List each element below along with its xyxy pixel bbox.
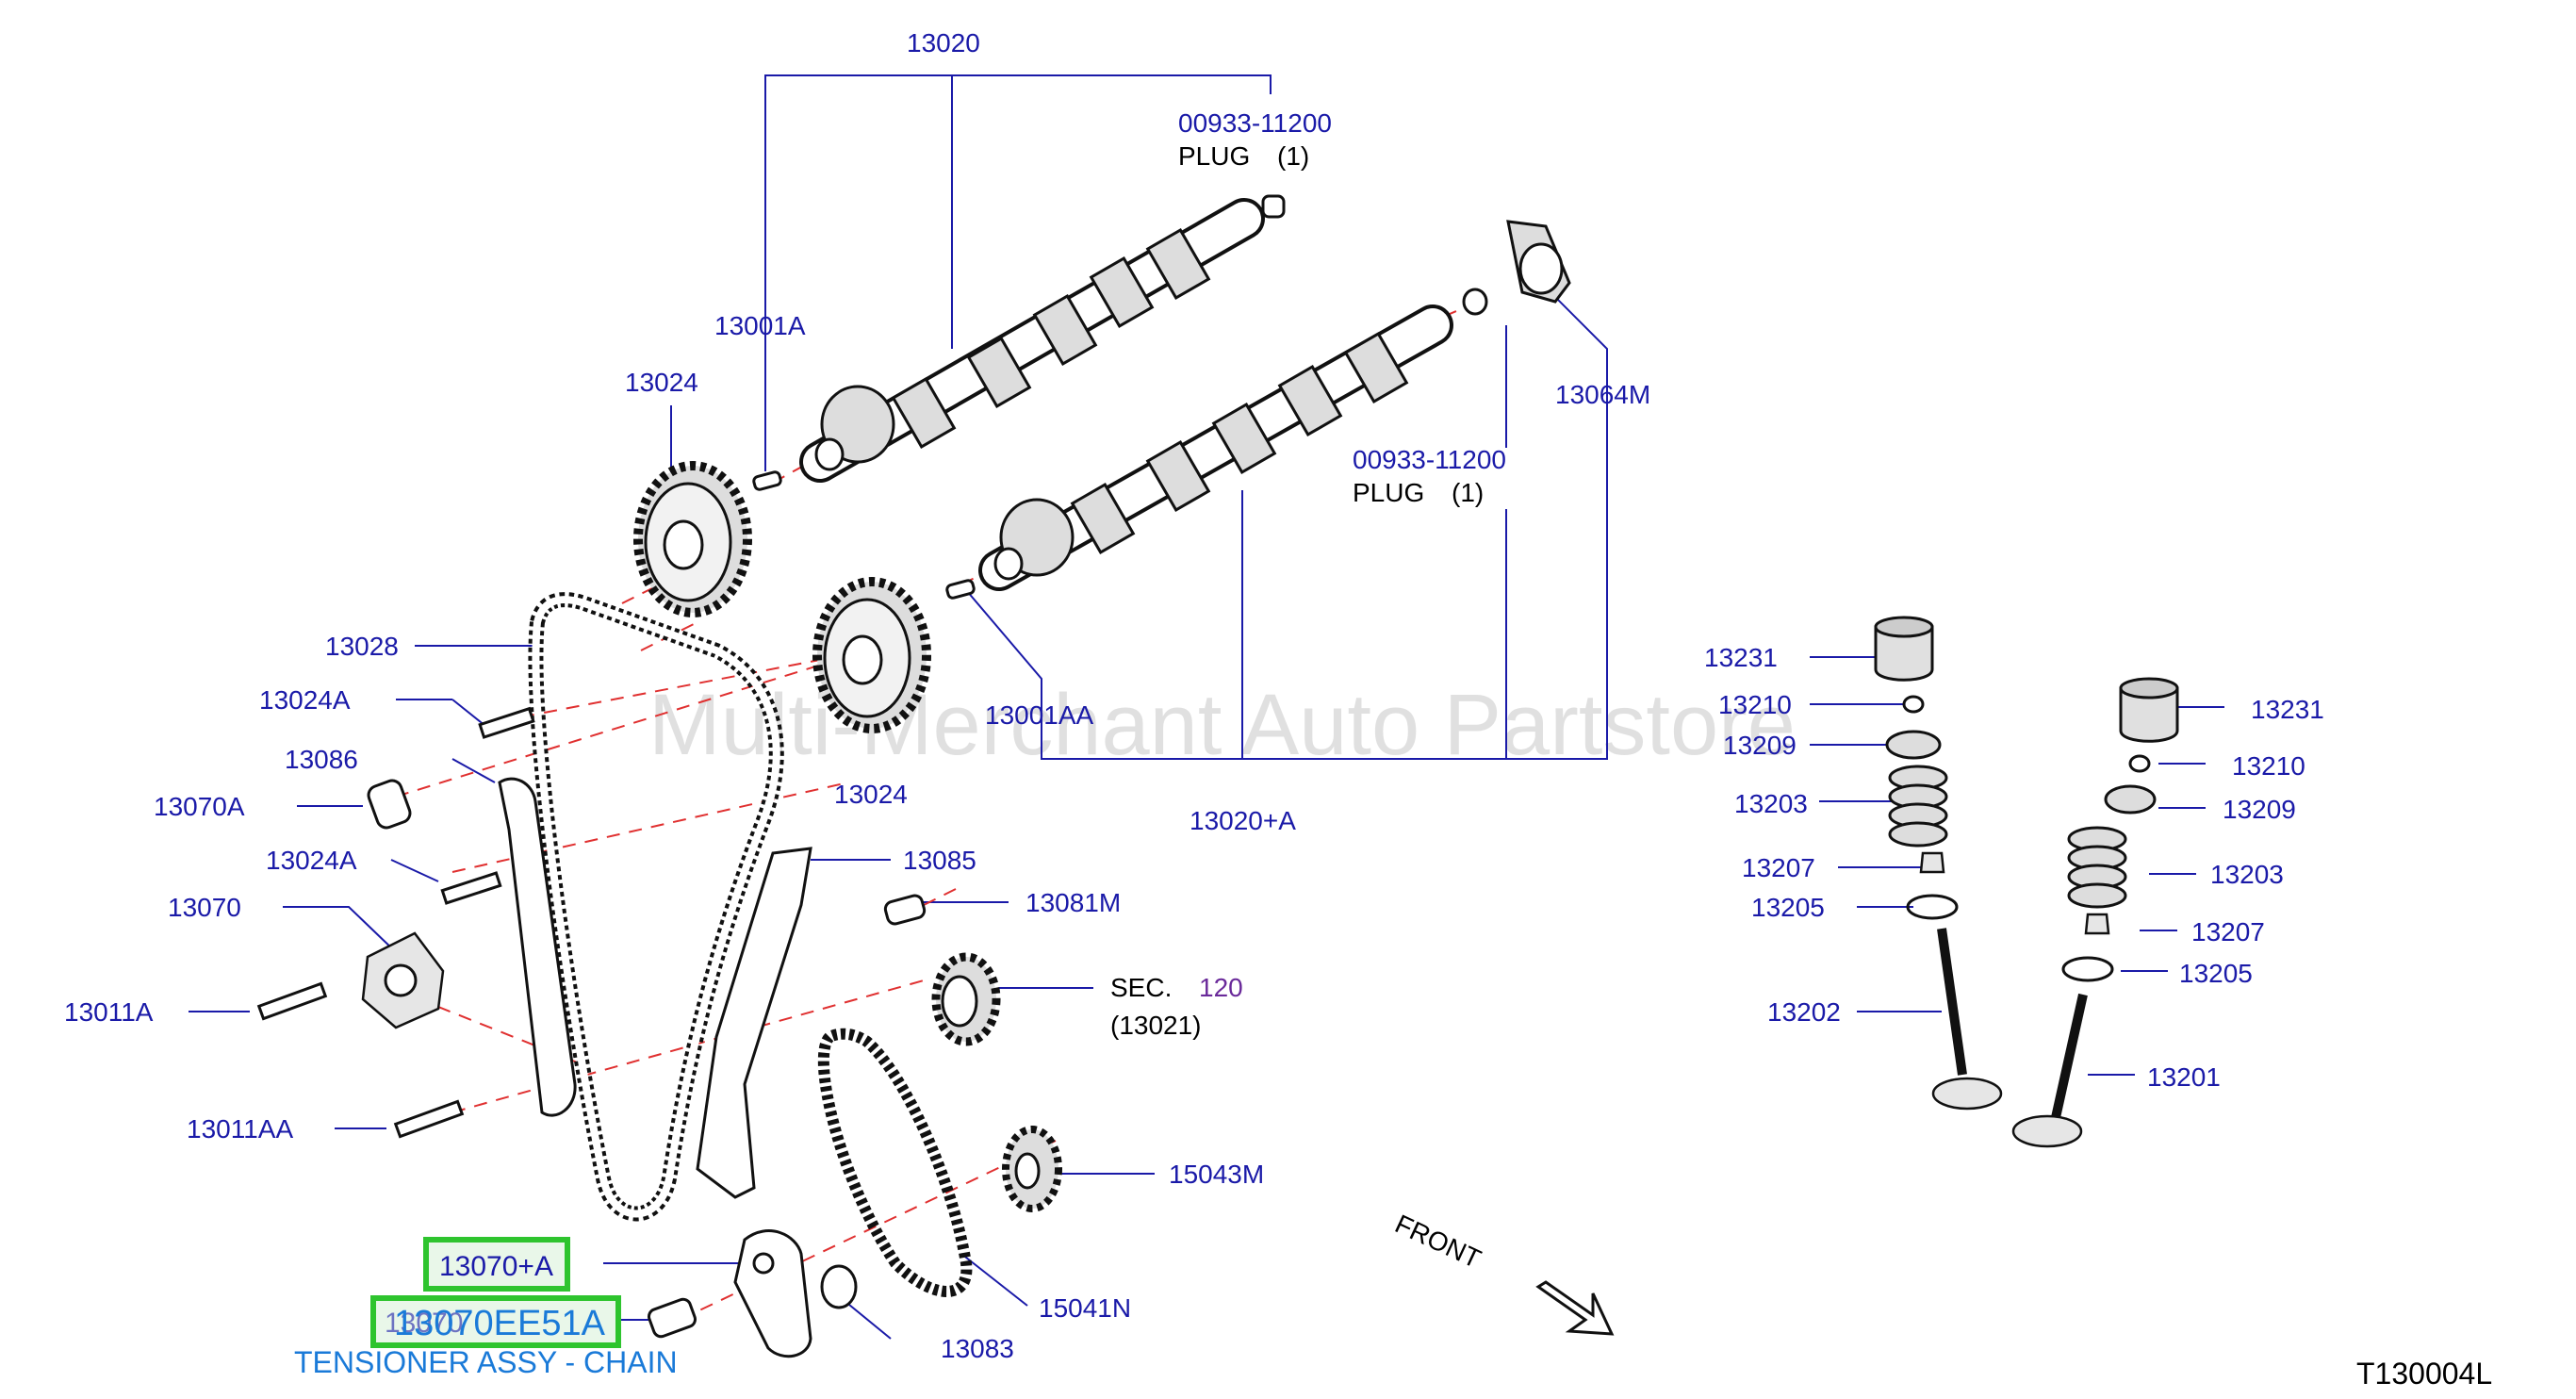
tensioner-body [361, 931, 445, 1029]
sprocket-upper [633, 461, 752, 617]
highlight-selected-part[interactable]: 13070 13070EE51A [370, 1295, 621, 1348]
front-arrow-icon [1535, 1280, 1615, 1336]
plug-top-icon [1261, 194, 1286, 219]
dowel-13070a-icon [367, 779, 412, 830]
callout-13231-right: 13231 [2251, 695, 2324, 724]
callout-13083: 13083 [941, 1334, 1014, 1363]
callout-13064m: 13064M [1555, 380, 1650, 409]
plug-top-desc: PLUG [1178, 141, 1250, 171]
bolts [256, 706, 535, 1139]
callout-13202: 13202 [1767, 997, 1841, 1027]
callout-13207-right: 13207 [2191, 917, 2265, 946]
callout-13210-left: 13210 [1718, 690, 1792, 719]
callout-13011aa: 13011AA [187, 1114, 293, 1144]
dowel-pin-icon [752, 470, 782, 491]
crank-sprocket [931, 952, 1001, 1046]
callout-13020a: 13020+A [1190, 806, 1296, 835]
plug-top-part: 00933-11200 [1178, 108, 1332, 138]
callout-13203-right: 13203 [2210, 860, 2284, 889]
callout-13209-left: 13209 [1723, 731, 1797, 760]
callout-13001a: 13001A [714, 311, 806, 340]
callout-13207-left: 13207 [1742, 853, 1815, 882]
plug-top-qty: (1) [1277, 141, 1309, 171]
callout-13024-bot: 13024 [834, 780, 908, 809]
plug-mid-desc: PLUG [1353, 478, 1424, 507]
callout-13070pa: 13070+A [439, 1251, 553, 1282]
bush-13083-icon [820, 1264, 858, 1309]
callout-13011a: 13011A [64, 997, 154, 1027]
camshaft-upper [799, 194, 1286, 483]
valve-train-right [2011, 677, 2179, 1148]
callout-13205-left: 13205 [1751, 893, 1825, 922]
front-label: FRONT [1390, 1209, 1485, 1274]
valve-train-left [1874, 616, 2003, 1111]
chain-guide-left [498, 777, 577, 1117]
callout-13024-top: 13024 [625, 368, 698, 397]
callout-13070-highlighted: 13070 [385, 1308, 463, 1339]
callout-13024a-1: 13024A [259, 685, 351, 715]
highlight-13070pa[interactable]: 13070+A [423, 1237, 570, 1292]
selected-part-caption: TENSIONER ASSY - CHAIN [294, 1345, 678, 1379]
leader-lines [189, 74, 2224, 1340]
callout-13205-right: 13205 [2179, 959, 2253, 988]
sprocket-lower [812, 577, 931, 733]
sec-number: 120 [1199, 973, 1243, 1002]
pin-13081m-icon [883, 894, 927, 926]
dowel-pin-icon [945, 579, 976, 600]
sec-prefix: SEC. [1110, 973, 1172, 1002]
oil-pump-sprocket [1002, 1126, 1062, 1212]
oil-pump-chain [817, 1028, 973, 1297]
selected-part-number: 13070EE51A [394, 1304, 606, 1343]
callout-15041n: 15041N [1039, 1293, 1131, 1323]
highlight-box-13070pa [423, 1237, 570, 1292]
plug-mid-icon [1462, 288, 1488, 316]
timing-chain [528, 592, 784, 1222]
camshaft-lower [978, 288, 1488, 591]
callout-13210-right: 13210 [2232, 751, 2305, 781]
front-direction-arrow: FRONT [1390, 1209, 1615, 1336]
plug-mid-qty: (1) [1452, 478, 1484, 507]
callout-13209-right: 13209 [2223, 795, 2296, 824]
callout-13070: 13070 [168, 893, 241, 922]
callout-13081m: 13081M [1025, 888, 1121, 917]
callout-13020: 13020 [907, 28, 980, 58]
callout-13086: 13086 [285, 745, 358, 774]
callout-13024a-2: 13024A [266, 846, 357, 875]
callout-13231-left: 13231 [1704, 643, 1778, 672]
diagram-code: T130004L [2356, 1357, 2492, 1391]
callout-13203-left: 13203 [1734, 789, 1808, 818]
callout-13001aa: 13001AA [985, 700, 1094, 730]
cam-position-plate [1506, 220, 1571, 304]
callout-13070a: 13070A [154, 792, 245, 821]
callout-13201: 13201 [2147, 1062, 2221, 1092]
callout-13028: 13028 [325, 632, 399, 661]
plug-mid-part: 00933-11200 [1353, 445, 1506, 474]
sec-sub: (13021) [1110, 1011, 1202, 1040]
callout-13085: 13085 [903, 846, 976, 875]
chain-tensioner-lever [648, 1229, 812, 1358]
part-labels: 13020 00933-11200 PLUG (1) 13001A 13024 … [64, 28, 2324, 1363]
highlight-box-selected [370, 1295, 621, 1348]
chain-guide-right [696, 847, 812, 1199]
callout-15043m: 15043M [1169, 1160, 1264, 1189]
